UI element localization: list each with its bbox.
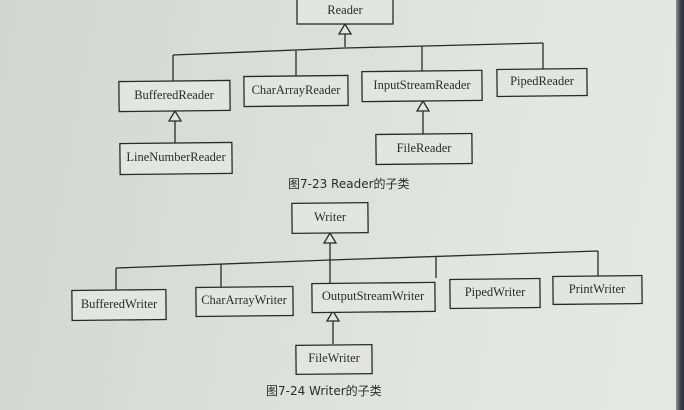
class-name: BufferedReader [134,88,214,102]
class-name: OutputStreamWriter [322,289,425,303]
class-box-pipedreader: PipedReader [496,67,588,98]
generalization-arrow-icon [325,309,341,322]
class-name: FileReader [397,141,453,155]
class-box-chararraywriter: CharArrayWriter [195,285,294,318]
class-box-filereader: FileReader [375,132,473,166]
class-name: LineNumberReader [126,150,226,164]
inheritance-bus-reader [172,42,544,56]
class-name: InputStreamReader [373,78,471,92]
class-name: Reader [327,3,363,17]
class-name: BufferedWriter [81,297,158,311]
class-name: CharArrayWriter [201,293,287,307]
class-box-reader: Reader [296,0,394,25]
class-name: FileWriter [308,351,360,365]
generalization-arrow-icon [337,22,353,35]
figure-caption-writer: 图7-24 Writer的子类 [266,384,382,398]
book-page-edge [676,0,684,410]
inheritance-bus-writer [115,250,599,269]
generalization-arrow-icon [415,99,431,112]
class-box-inputstreamreader: InputStreamReader [361,69,483,103]
class-box-outputstreamwriter: OutputStreamWriter [311,281,436,314]
class-box-pipedwriter: PipedWriter [449,277,541,310]
class-box-filewriter: FileWriter [295,343,373,376]
reader-hierarchy: Reader BufferedReader CharArrayReader In… [118,0,588,176]
class-name: PrintWriter [569,282,626,296]
writer-hierarchy: Writer BufferedWriter CharArrayWriter Ou… [71,201,643,376]
class-name: PipedWriter [465,285,526,299]
class-box-bufferedreader: BufferedReader [118,79,231,113]
class-name: PipedReader [510,74,575,88]
generalization-arrow-icon [322,231,338,244]
class-box-chararrayreader: CharArrayReader [243,74,349,108]
class-box-bufferedwriter: BufferedWriter [71,288,167,322]
class-name: Writer [314,210,347,224]
class-box-writer: Writer [291,201,369,235]
generalization-arrow-icon [167,109,183,122]
class-name: CharArrayReader [252,83,342,97]
class-box-linenumberreader: LineNumberReader [119,141,233,176]
class-box-printwriter: PrintWriter [552,274,643,306]
figure-caption-reader: 图7-23 Reader的子类 [288,177,410,191]
